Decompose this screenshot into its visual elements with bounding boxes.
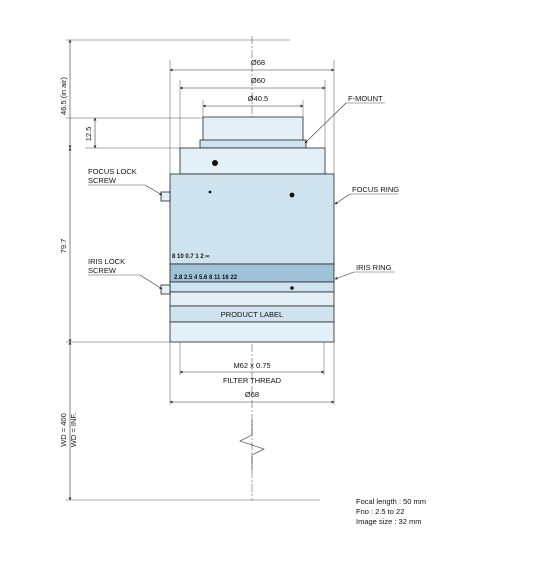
product-label-text: PRODUCT LABEL <box>221 310 283 319</box>
dim-filter-thread: FILTER THREAD <box>223 376 282 385</box>
callout-focus-ring: FOCUS RING <box>352 185 399 194</box>
callout-focus-lock-1: FOCUS LOCK <box>88 167 137 176</box>
dim-dia-68-bottom: Ø68 <box>245 390 259 399</box>
focus-lock-screw <box>160 191 171 202</box>
callout-iris-ring: IRIS RING <box>356 263 392 272</box>
spec-fno: Fno : 2.5 to 22 <box>356 507 404 516</box>
dim-dia-68-top: Ø68 <box>251 58 265 67</box>
bottom-dimensions: M62 x 0.75 FILTER THREAD Ø68 <box>169 342 335 405</box>
dim-mount-height: 12.5 <box>84 127 93 142</box>
dim-filter-size: M62 x 0.75 <box>233 361 270 370</box>
callout-iris-lock-2: SCREW <box>88 266 117 275</box>
dim-body-length: 79.7 <box>59 239 68 254</box>
spec-focal-length: Focal length : 50 mm <box>356 497 426 506</box>
left-dimensions: 46.5 (in air) 12.5 79.7 WD = 400 WD = IN… <box>59 39 320 501</box>
dim-dia-40-5: Ø40.5 <box>248 94 268 103</box>
iris-scale: 2.8 2.5 4 5.6 8 11 16 22 <box>174 275 238 281</box>
focus-ring-body <box>169 173 335 265</box>
dim-dia-60: Ø60 <box>251 76 265 85</box>
callouts: F-MOUNT FOCUS LOCK SCREW FOCUS RING IRIS… <box>88 94 399 290</box>
dim-wd-400: WD = 400 <box>59 413 68 447</box>
spec-block: Focal length : 50 mm Fno : 2.5 to 22 Ima… <box>356 497 426 526</box>
lens-body <box>169 116 335 352</box>
break-symbol <box>239 420 265 470</box>
dim-flange-in-air: 46.5 (in air) <box>59 77 68 115</box>
iris-lock-screw <box>160 284 171 295</box>
spec-image-size: Image size : 32 mm <box>356 517 421 526</box>
callout-focus-lock-2: SCREW <box>88 176 117 185</box>
focus-scale: 8 10 0.7 1 2 ∞ <box>172 254 210 260</box>
callout-iris-lock-1: IRIS LOCK <box>88 257 125 266</box>
top-dimensions: Ø68 Ø60 Ø40.5 <box>169 58 335 174</box>
callout-f-mount: F-MOUNT <box>348 94 383 103</box>
dim-wd-inf: WD = INF. <box>69 413 78 447</box>
